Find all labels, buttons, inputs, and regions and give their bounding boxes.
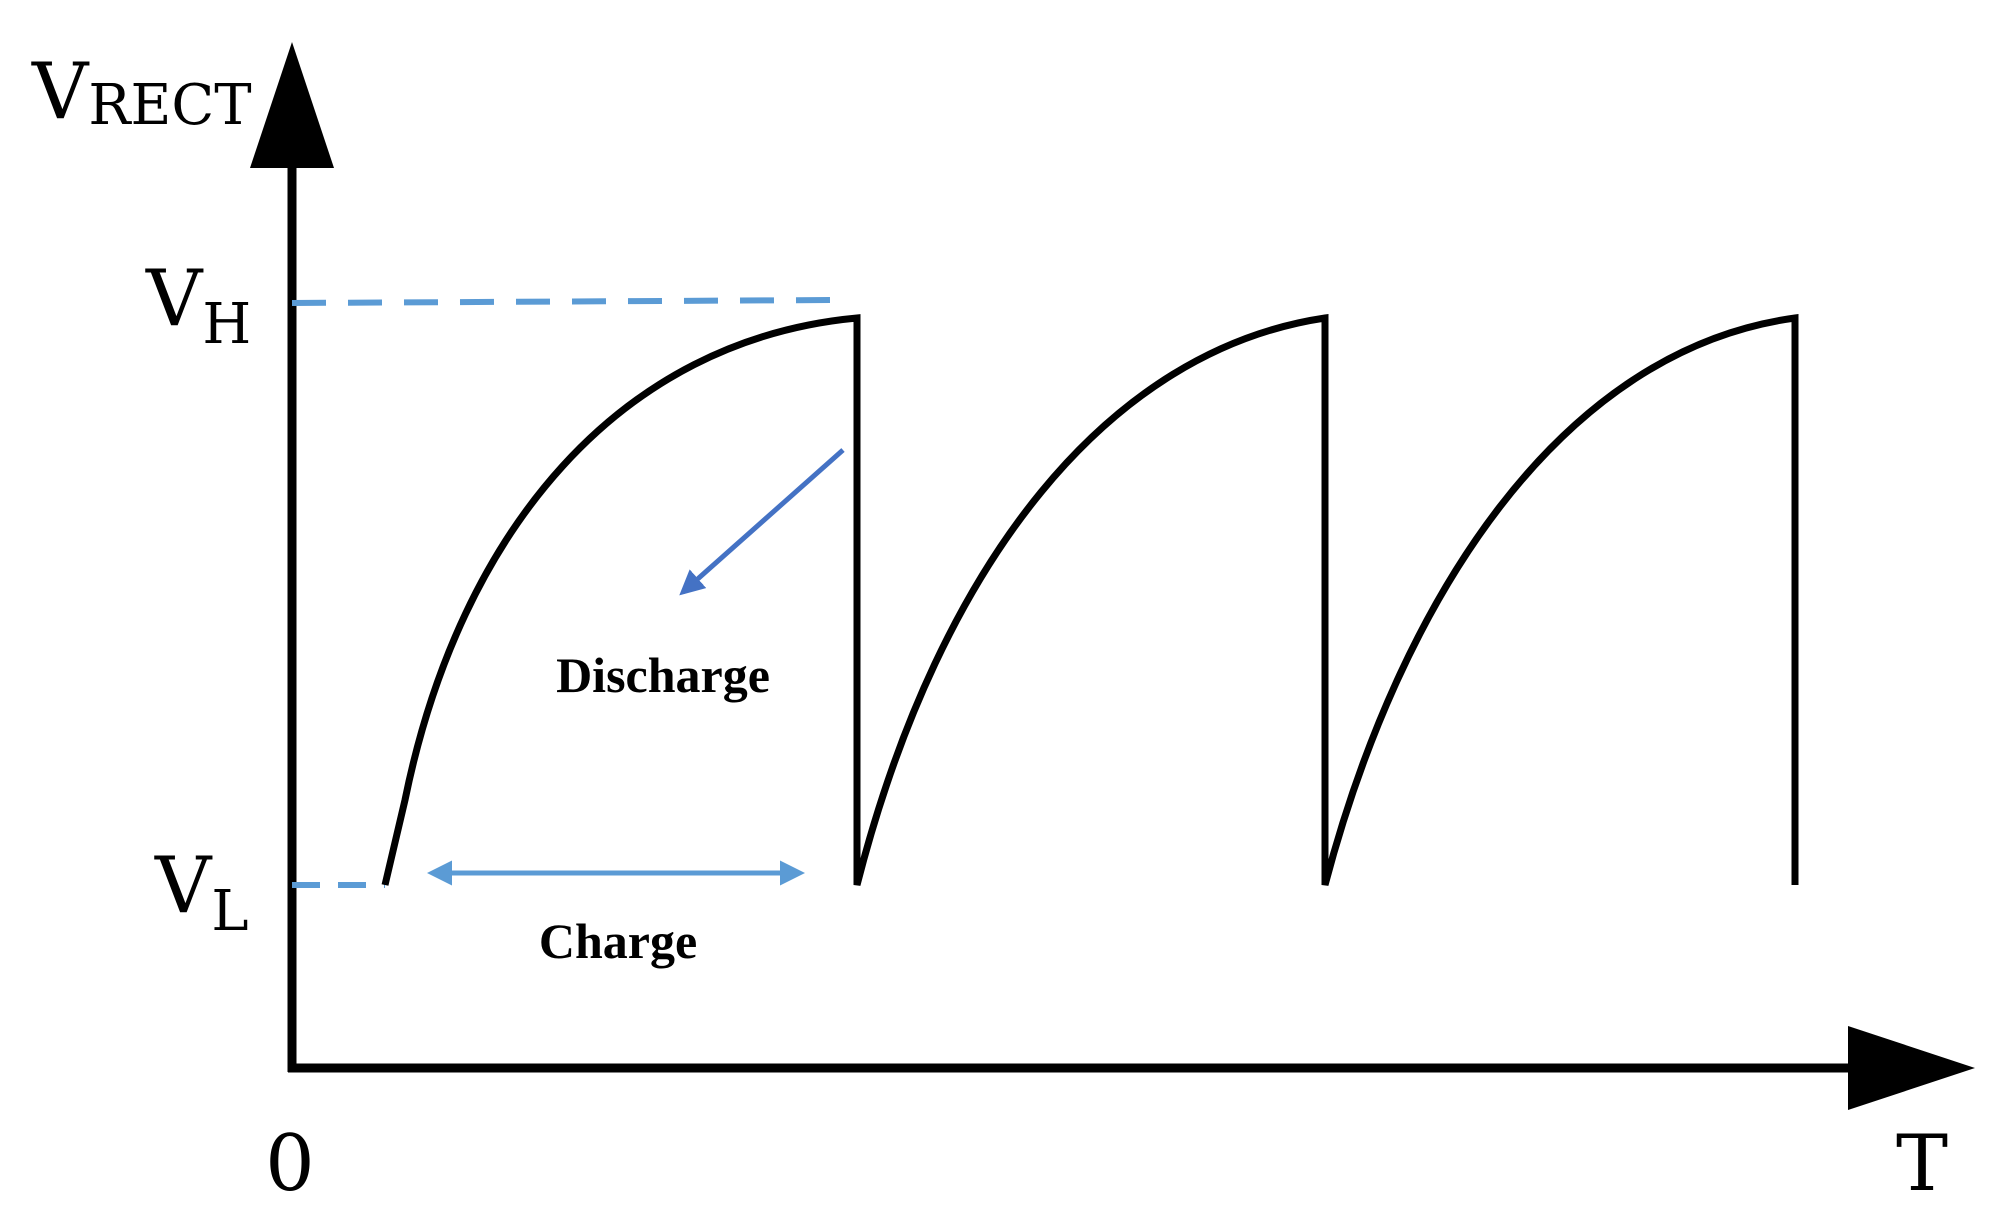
rectified-voltage-waveform xyxy=(381,313,1799,886)
vh-label-main: V xyxy=(145,254,204,344)
vl-label: VL xyxy=(154,841,249,944)
vl-label-main: V xyxy=(154,841,213,931)
vh-label: VH xyxy=(145,254,251,357)
vh-label-sub: H xyxy=(202,292,251,357)
x-axis-label: T xyxy=(1896,1119,1948,1209)
x-axis-arrowhead xyxy=(1848,1026,1975,1110)
y-axis-label-main: V xyxy=(31,47,90,137)
origin-label: 0 xyxy=(265,1119,315,1209)
discharge-arrow xyxy=(679,448,845,596)
vh-guide-line xyxy=(291,297,836,306)
y-axis-arrowhead xyxy=(250,42,334,168)
y-axis-label: VRECT xyxy=(31,47,252,138)
y-axis-label-sub: RECT xyxy=(88,73,251,138)
vl-label-sub: L xyxy=(211,879,248,944)
discharge-label: Discharge xyxy=(556,647,770,703)
charge-label: Charge xyxy=(539,913,697,969)
